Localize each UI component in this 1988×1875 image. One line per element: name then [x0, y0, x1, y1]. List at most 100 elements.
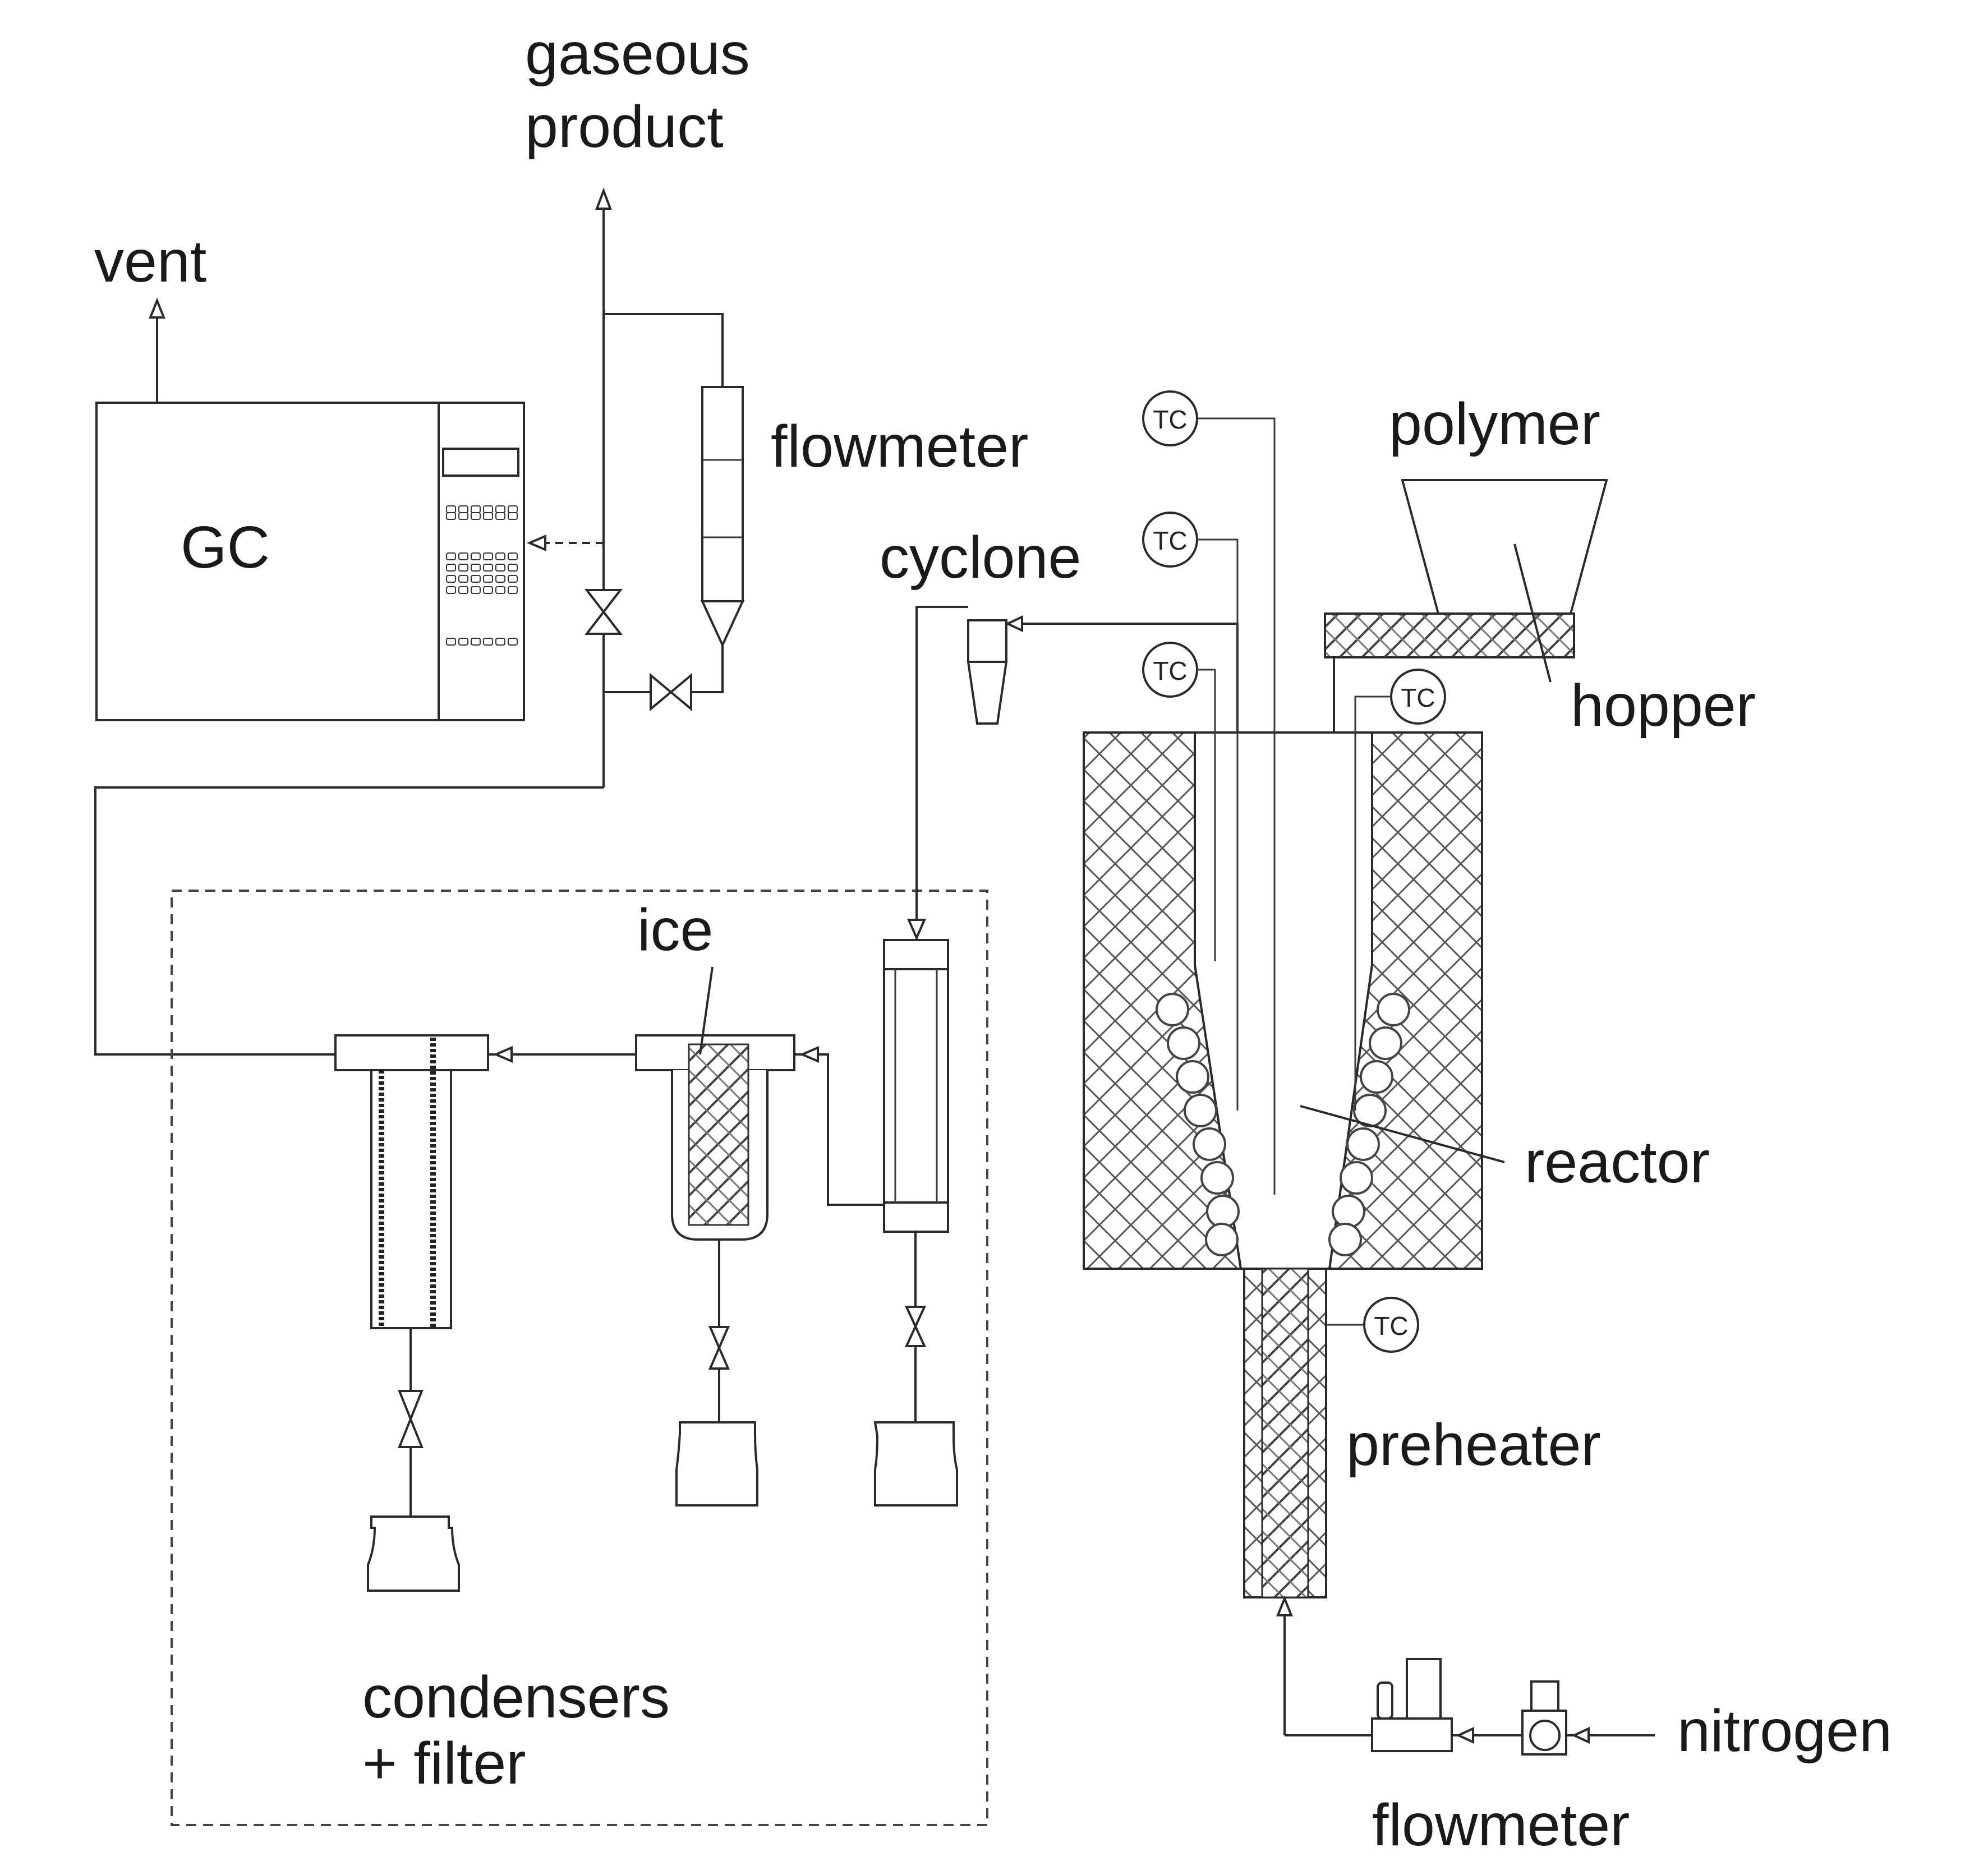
bed-particle: [1167, 1026, 1200, 1060]
bed-particle: [1193, 1127, 1226, 1161]
condensers-label-line1: condensers: [362, 1664, 670, 1730]
thermocouples: TC TC TC TC TC: [1142, 390, 1446, 1353]
gc-key: [508, 505, 518, 513]
gaseous-product-label-line2: product: [525, 94, 724, 160]
nitrogen-label: nitrogen: [1677, 1698, 1892, 1764]
bed-particle: [1176, 1060, 1209, 1094]
gc-key: [471, 638, 481, 646]
svg-text:TC: TC: [1401, 683, 1435, 712]
gc-key: [508, 638, 518, 646]
gc-key: [495, 564, 505, 572]
gc-key: [471, 586, 481, 594]
bed-particle: [1184, 1094, 1217, 1127]
gc-key: [446, 638, 456, 646]
gc-key: [483, 552, 493, 560]
gc-key: [446, 586, 456, 594]
gc-key: [446, 575, 456, 583]
gc-key: [495, 586, 505, 594]
polymer-hopper: polymer hopper: [1324, 391, 1756, 739]
gc-key: [483, 638, 493, 646]
fluidized-bed-reactor: reactor: [1083, 731, 1710, 1270]
bed-particle: [1340, 1161, 1373, 1195]
filter-unit: [334, 1034, 489, 1592]
gc-key: [458, 575, 468, 583]
gc-key: [483, 564, 493, 572]
bed-particle: [1206, 1195, 1240, 1228]
gc-key: [508, 512, 518, 520]
bed-particle: [1360, 1060, 1393, 1094]
flowmeter-bottom-label: flowmeter: [1372, 1792, 1630, 1858]
gc-key: [458, 586, 468, 594]
valve-icon: [584, 589, 623, 635]
nitrogen-flowmeter: [1371, 1658, 1453, 1752]
gc-key: [471, 512, 481, 520]
ice-condenser: ice: [635, 897, 795, 1507]
svg-text:TC: TC: [1153, 405, 1187, 434]
preheater-label: preheater: [1346, 1412, 1601, 1478]
reactor-label: reactor: [1525, 1129, 1710, 1195]
gc-key: [508, 552, 518, 560]
bed-particles: [1156, 993, 1410, 1256]
gc-key: [508, 586, 518, 594]
gc-key: [495, 575, 505, 583]
polymer-label: polymer: [1389, 391, 1600, 457]
vent-label: vent: [94, 228, 206, 294]
vent-outlet: vent: [94, 228, 206, 403]
gc-key: [495, 638, 505, 646]
thermocouple-1: TC: [1142, 390, 1276, 733]
thermocouple-3: TC: [1142, 642, 1216, 733]
gc-key: [508, 564, 518, 572]
condensers-filter-enclosure: [171, 890, 988, 1826]
flowmeter-top-label: flowmeter: [771, 413, 1028, 480]
svg-text:TC: TC: [1153, 656, 1187, 685]
gc-key: [495, 505, 505, 513]
preheater: preheater: [1243, 1268, 1601, 1735]
gc-key: [458, 564, 468, 572]
condenser-1: [873, 939, 958, 1507]
bed-particle: [1346, 1127, 1380, 1161]
gc-key: [458, 552, 468, 560]
cyclone-separator: cyclone: [880, 524, 1239, 941]
gc-key: [446, 564, 456, 572]
gc-key: [458, 638, 468, 646]
thermocouple-4: TC: [1354, 669, 1446, 733]
gc-key: [446, 552, 456, 560]
valve-icon: [650, 672, 692, 712]
gc-key: [483, 512, 493, 520]
gc-key: [471, 552, 481, 560]
gc-key: [471, 505, 481, 513]
svg-text:TC: TC: [1153, 526, 1187, 555]
gc-key: [446, 505, 456, 513]
gaseous-product-label-line1: gaseous: [525, 21, 750, 87]
bed-particle: [1156, 993, 1189, 1026]
hopper-label: hopper: [1571, 672, 1756, 739]
bed-particle: [1205, 1223, 1239, 1256]
gc-keypad: [446, 505, 518, 646]
gaseous-product-line: gaseous product: [94, 21, 750, 1056]
gc-key: [483, 505, 493, 513]
nitrogen-supply: nitrogen flowmeter: [1285, 1658, 1892, 1858]
gc-label: GC: [181, 514, 270, 581]
bed-particle: [1332, 1195, 1365, 1228]
bed-particle: [1377, 993, 1410, 1026]
gas-flowmeter: flowmeter: [700, 386, 1028, 648]
gc-key: [495, 552, 505, 560]
gc-key: [495, 512, 505, 520]
gc-key: [471, 575, 481, 583]
screw-feeder: [1324, 612, 1575, 658]
gc-key: [446, 512, 456, 520]
bed-particle: [1328, 1223, 1362, 1256]
gc-key: [458, 505, 468, 513]
ice-label: ice: [637, 897, 714, 963]
gc-key: [483, 575, 493, 583]
condensers-label-line2: + filter: [362, 1730, 526, 1796]
thermocouple-2: TC: [1142, 512, 1239, 733]
gc-key: [471, 564, 481, 572]
bed-particle: [1369, 1026, 1402, 1060]
gc-key: [458, 512, 468, 520]
pressure-regulator: [1521, 1680, 1567, 1756]
gc-key: [508, 575, 518, 583]
bed-particle: [1200, 1161, 1234, 1195]
gc-key: [483, 586, 493, 594]
